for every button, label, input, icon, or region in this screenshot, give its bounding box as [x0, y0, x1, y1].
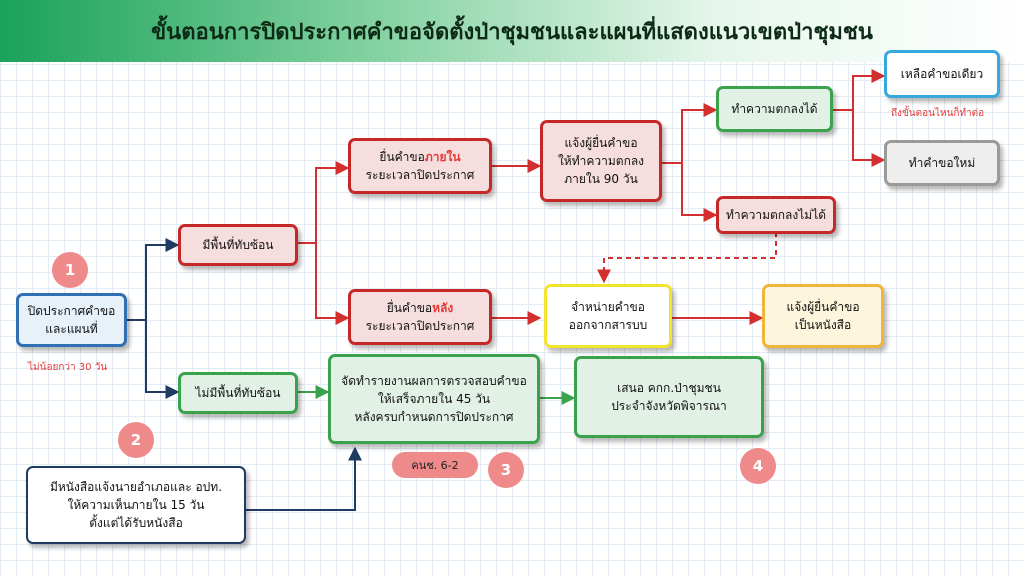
file-after-prefix: ยื่นคำขอ: [386, 301, 433, 315]
single-request-label: เหลือคำขอเดียว: [900, 67, 984, 81]
notify-agree-line3: ภายใน 90 วัน: [564, 172, 638, 186]
announce-line2: และแผนที่: [45, 322, 98, 336]
step-number-4: 4: [740, 448, 776, 484]
remove-request-line1: จำหน่ายคำขอ: [571, 300, 645, 314]
letter-district-box: มีหนังสือแจ้งนายอำเภอและ อปท. ให้ความเห็…: [26, 466, 246, 544]
new-request-label: ทำคำขอใหม่: [908, 156, 976, 170]
no-overlap-label: ไม่มีพื้นที่ทับซ้อน: [195, 386, 281, 400]
notify-letter-box: แจ้งผู้ยื่นคำขอ เป็นหนังสือ: [762, 284, 884, 348]
remove-request-line2: ออกจากสารบบ: [568, 318, 648, 332]
file-within-box: ยื่นคำขอภายใน ระยะเวลาปิดประกาศ: [348, 138, 492, 194]
single-request-box: เหลือคำขอเดียว: [884, 50, 1000, 98]
form-badge: คนช. 6-2: [392, 452, 478, 478]
file-after-line2: ระยะเวลาปิดประกาศ: [365, 319, 475, 333]
remove-request-box: จำหน่ายคำขอ ออกจากสารบบ: [544, 284, 672, 348]
min-days-note: ไม่น้อยกว่า 30 วัน: [28, 362, 108, 373]
propose-line2: ประจำจังหวัดพิจารณา: [611, 399, 727, 413]
propose-box: เสนอ คกก.ป่าชุมชน ประจำจังหวัดพิจารณา: [574, 356, 764, 438]
announce-box: ปิดประกาศคำขอ และแผนที่: [16, 293, 127, 347]
notify-agree-box: แจ้งผู้ยื่นคำขอ ให้ทำความตกลง ภายใน 90 ว…: [540, 120, 662, 202]
report-line1: จัดทำรายงานผลการตรวจสอบคำขอ: [341, 374, 527, 388]
notify-letter-line1: แจ้งผู้ยื่นคำขอ: [786, 300, 860, 314]
report-line3: หลังครบกำหนดการปิดประกาศ: [354, 410, 514, 424]
page-title: ขั้นตอนการปิดประกาศคำขอจัดตั้งป่าชุมชนแล…: [151, 19, 873, 45]
notify-agree-line2: ให้ทำความตกลง: [557, 154, 645, 168]
step-number-1: 1: [52, 252, 88, 288]
step-number-2: 2: [118, 422, 154, 458]
report-line2: ให้เสร็จภายใน 45 วัน: [377, 392, 491, 406]
agreed-label: ทำความตกลงได้: [731, 102, 818, 116]
title-banner: [0, 0, 1024, 62]
file-within-line2: ระยะเวลาปิดประกาศ: [365, 168, 475, 182]
no-overlap-box: ไม่มีพื้นที่ทับซ้อน: [178, 372, 298, 414]
letter-district-line3: ตั้งแต่ได้รับหนังสือ: [89, 516, 183, 530]
new-request-box: ทำคำขอใหม่: [884, 140, 1000, 186]
file-after-box: ยื่นคำขอหลัง ระยะเวลาปิดประกาศ: [348, 289, 492, 345]
notify-agree-line1: แจ้งผู้ยื่นคำขอ: [564, 136, 638, 150]
continue-step-note: ถึงขั้นตอนไหนก็ทำต่อ: [891, 108, 985, 119]
not-agreed-box: ทำความตกลงไม่ได้: [716, 196, 836, 234]
file-after-line1: ยื่นคำขอหลัง: [387, 299, 454, 317]
file-within-prefix: ยื่นคำขอ: [379, 150, 425, 164]
report-box: จัดทำรายงานผลการตรวจสอบคำขอ ให้เสร็จภายใ…: [328, 354, 540, 444]
propose-line1: เสนอ คกก.ป่าชุมชน: [617, 381, 721, 395]
notify-letter-line2: เป็นหนังสือ: [794, 318, 852, 332]
file-within-highlight: ภายใน: [424, 150, 461, 164]
overlap-box: มีพื้นที่ทับซ้อน: [178, 224, 298, 266]
agreed-box: ทำความตกลงได้: [716, 86, 833, 132]
letter-district-line2: ให้ความเห็นภายใน 15 วัน: [67, 498, 205, 512]
overlap-label: มีพื้นที่ทับซ้อน: [202, 238, 274, 252]
not-agreed-label: ทำความตกลงไม่ได้: [725, 208, 827, 222]
announce-line1: ปิดประกาศคำขอ: [27, 304, 116, 318]
file-within-line1: ยื่นคำขอภายใน: [379, 148, 460, 166]
file-after-highlight: หลัง: [432, 301, 454, 315]
step-number-3: 3: [488, 452, 524, 488]
letter-district-line1: มีหนังสือแจ้งนายอำเภอและ อปท.: [49, 480, 223, 494]
